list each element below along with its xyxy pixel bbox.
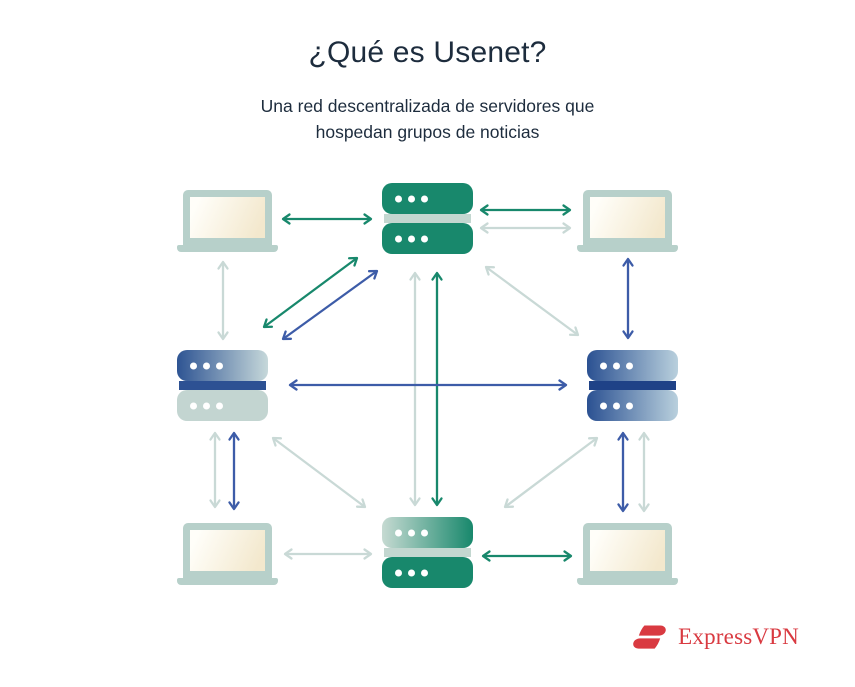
laptop-screen xyxy=(183,523,272,578)
edge-server-left--server-bottom xyxy=(271,436,367,509)
subtitle-line-2: hospedan grupos de noticias xyxy=(315,122,540,142)
page-title: ¿Qué es Usenet? xyxy=(308,36,547,69)
server-leds xyxy=(395,195,428,202)
news-server-right xyxy=(587,350,678,421)
server-leds xyxy=(600,402,633,409)
server-leds xyxy=(395,529,428,536)
server-leds xyxy=(190,362,223,369)
news-server-left xyxy=(177,350,268,421)
news-server-top xyxy=(382,183,473,254)
server-unit xyxy=(587,390,678,421)
brand-name: ExpressVPN xyxy=(678,624,799,649)
laptop-base xyxy=(177,578,278,585)
client-laptop-bottom-right xyxy=(577,523,678,585)
server-unit xyxy=(177,350,268,381)
server-leds xyxy=(395,569,428,576)
laptop-base xyxy=(177,245,278,252)
page-subtitle: Una red descentralizada de servidores qu… xyxy=(0,93,855,145)
laptop-base xyxy=(577,245,678,252)
server-unit xyxy=(382,223,473,254)
server-divider xyxy=(589,381,676,390)
laptop-screen xyxy=(583,523,672,578)
server-unit xyxy=(382,557,473,588)
edge-server-bottom--server-right xyxy=(503,436,599,509)
server-leds xyxy=(600,362,633,369)
laptop-base xyxy=(577,578,678,585)
server-leds xyxy=(190,402,223,409)
laptop-screen xyxy=(183,190,272,245)
edge-server-top--server-left xyxy=(262,256,359,329)
server-leds xyxy=(395,235,428,242)
client-laptop-bottom-left xyxy=(177,523,278,585)
brand-lockup: ExpressVPN xyxy=(632,618,799,656)
client-laptop-top-right xyxy=(577,190,678,252)
server-unit xyxy=(177,390,268,421)
server-unit xyxy=(587,350,678,381)
laptop-screen xyxy=(583,190,672,245)
news-server-bottom xyxy=(382,517,473,588)
server-unit xyxy=(382,183,473,214)
server-unit xyxy=(382,517,473,548)
expressvpn-logo-icon xyxy=(633,624,666,649)
edge-server-top--server-left xyxy=(281,269,379,341)
server-divider xyxy=(384,548,471,557)
client-laptop-top-left xyxy=(177,190,278,252)
edge-server-top--server-right xyxy=(484,265,580,337)
server-divider xyxy=(179,381,266,390)
server-divider xyxy=(384,214,471,223)
subtitle-line-1: Una red descentralizada de servidores qu… xyxy=(260,96,595,116)
